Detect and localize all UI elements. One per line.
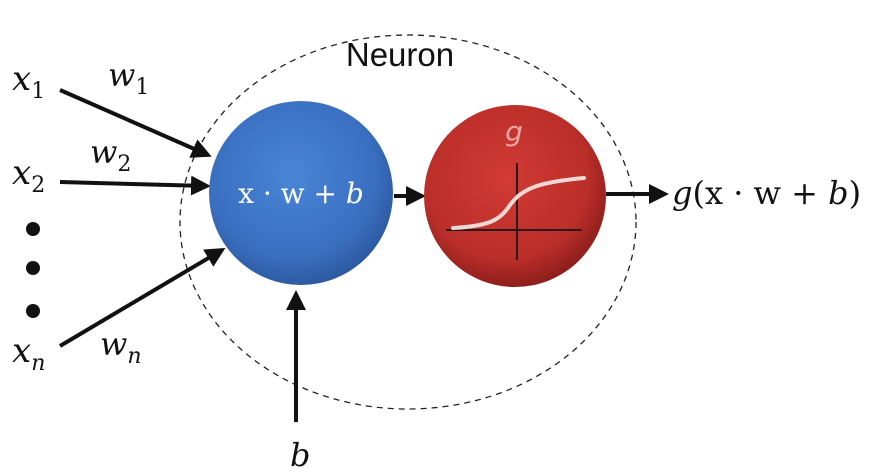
activation-node <box>424 105 606 287</box>
neuron-boundary <box>179 34 637 410</box>
ellipsis-dot <box>26 222 40 236</box>
input-label-xn: xn <box>12 331 45 376</box>
input-label-x1: x1 <box>12 59 45 104</box>
neuron-title: Neuron <box>346 36 454 73</box>
bias-label: b <box>290 436 310 473</box>
weight-label-w1: w1 <box>108 56 149 100</box>
activation-node-label: g <box>505 115 523 148</box>
ellipsis-dot <box>26 304 40 318</box>
ellipsis-dot <box>26 261 40 275</box>
input-arrow-n <box>58 247 226 348</box>
sum-node <box>209 101 393 285</box>
weight-label-w2: w2 <box>90 133 131 177</box>
input-arrow-2 <box>59 175 211 196</box>
output-expression: g(x · w + b) <box>672 174 861 212</box>
sigmoid-curve <box>451 176 586 230</box>
sum-node-label: x · w + b <box>238 177 364 210</box>
input-label-x2: x2 <box>12 153 45 198</box>
weight-label-wn: wn <box>100 325 142 369</box>
input-arrow-1 <box>59 88 212 158</box>
